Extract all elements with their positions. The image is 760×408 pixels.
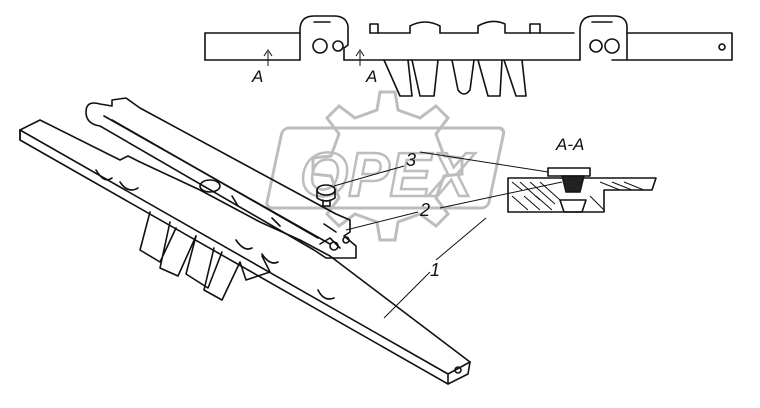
- section-mark-a-right: A: [365, 67, 377, 86]
- top-tab-left: [383, 59, 439, 97]
- leader-3: [419, 151, 549, 173]
- watermark-text: OPEX: [300, 141, 476, 210]
- top-bar: [204, 32, 733, 61]
- section-a-a: A-A: [419, 135, 657, 213]
- top-left-lug: [299, 15, 349, 61]
- perspective-gasket: [85, 97, 357, 259]
- leader-3-rivet: [333, 165, 405, 187]
- leader-1-bar: [383, 271, 431, 319]
- callout-1: 1: [430, 260, 440, 280]
- top-view: A A: [204, 15, 733, 97]
- bar-tab-1: [139, 211, 197, 277]
- callouts: 3 2 1: [333, 150, 487, 319]
- section-title: A-A: [555, 135, 584, 154]
- callout-3: 3: [406, 150, 416, 170]
- callout-2: 2: [419, 200, 430, 220]
- top-tab-right: [477, 59, 527, 97]
- leader-2-a: [439, 181, 563, 209]
- watermark-frame: [265, 126, 506, 210]
- section-mark-a-left: A: [251, 67, 263, 86]
- top-tab-mid: [451, 59, 475, 95]
- perspective-bar: [19, 119, 471, 385]
- bar-body: [19, 119, 471, 385]
- rivet: [316, 184, 336, 207]
- leader-2-gasket: [345, 211, 419, 231]
- top-right-lug: [579, 15, 628, 61]
- watermark-logo: OPEX: [265, 90, 506, 242]
- gasket-outline: [85, 97, 357, 259]
- bar-tab-2: [185, 235, 271, 301]
- section-plate: [507, 177, 657, 213]
- gear-icon: [311, 90, 464, 242]
